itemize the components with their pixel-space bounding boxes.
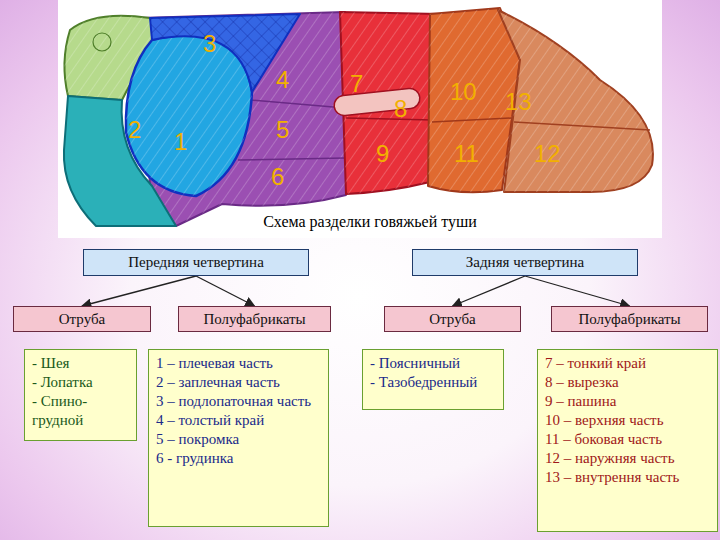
region-border [432, 118, 512, 122]
connector-arrow [453, 276, 526, 306]
caption: Схема разделки говяжьей туши [180, 213, 560, 231]
list-box: - Поясничный- Тазобедренный [362, 349, 504, 410]
list-item: 9 – пашина [545, 392, 710, 411]
list-item: 4 – толстый край [156, 411, 321, 430]
box-label: Полуфабрикаты [558, 310, 701, 328]
brown-hatch [498, 10, 653, 192]
quarter-box: Передняя четвертина [83, 249, 309, 276]
blade-region [150, 14, 300, 92]
thin-edge-strip [333, 88, 421, 117]
callout-number: 13 [505, 90, 532, 114]
brown-region [498, 10, 653, 192]
category-box: Отруба [384, 306, 521, 332]
callout-number: 9 [376, 142, 389, 166]
callout-number: 12 [534, 142, 561, 166]
list-box: 1 – плечевая часть2 – заплечная часть3 –… [148, 349, 329, 527]
connector-arrow [525, 276, 630, 306]
region-border [514, 122, 650, 130]
callout-number: 6 [271, 165, 284, 189]
list-item: 12 – наружняя часть [545, 449, 710, 468]
connector-arrow [196, 276, 255, 306]
callout-number: 10 [450, 80, 477, 104]
illustration-panel [58, 0, 662, 238]
list-box: 7 – тонкий край8 – вырезка9 – пашина10 –… [537, 349, 718, 532]
region-border [346, 118, 433, 120]
category-box: Полуфабрикаты [178, 306, 331, 332]
list-item: - Лопатка [32, 373, 129, 392]
box-label: Отруба [391, 310, 514, 328]
callout-number: 1 [174, 130, 187, 154]
list-item: 8 – вырезка [545, 373, 710, 392]
list-item: 13 – внутрення часть [545, 468, 710, 487]
box-label: Отруба [20, 310, 144, 328]
callout-number: 3 [203, 32, 216, 56]
callout-number: 11 [454, 142, 479, 166]
callout-number: 4 [276, 68, 289, 92]
category-box: Полуфабрикаты [551, 306, 708, 332]
box-label: Задняя четвертина [419, 253, 631, 271]
region-border [238, 158, 345, 160]
list-item: 11 – боковая часть [545, 430, 710, 449]
quarter-box: Задняя четвертина [412, 249, 638, 276]
list-item: - Поясничный [370, 354, 496, 373]
box-label: Полуфабрикаты [185, 310, 324, 328]
region-border [250, 100, 345, 108]
carcass-illustration [64, 8, 653, 226]
list-item: 1 – плечевая часть [156, 354, 321, 373]
list-item: 2 – заплечная часть [156, 373, 321, 392]
list-item: - Шея [32, 354, 129, 373]
box-label: Передняя четвертина [90, 253, 302, 271]
shoulder-hatch [126, 35, 252, 196]
roman-mark [93, 33, 111, 51]
list-item: - Спино- грудной [32, 392, 129, 430]
list-box: - Шея- Лопатка- Спино- грудной [24, 349, 137, 441]
shoulder-region [126, 35, 252, 196]
list-item: 10 – верхняя часть [545, 411, 710, 430]
list-item: 5 – покромка [156, 430, 321, 449]
category-box: Отруба [13, 306, 151, 332]
callout-number: 2 [128, 118, 141, 142]
list-item: - Тазобедренный [370, 373, 496, 392]
list-item: 3 – подлопаточная часть [156, 392, 321, 411]
callout-number: 8 [394, 97, 407, 121]
list-item: 6 - грудинка [156, 449, 321, 468]
callout-number: 5 [276, 118, 289, 142]
callout-number: 7 [350, 72, 363, 96]
blade-crosshatch [150, 14, 300, 92]
list-item: 7 – тонкий край [545, 354, 710, 373]
connector-arrow [82, 276, 196, 306]
